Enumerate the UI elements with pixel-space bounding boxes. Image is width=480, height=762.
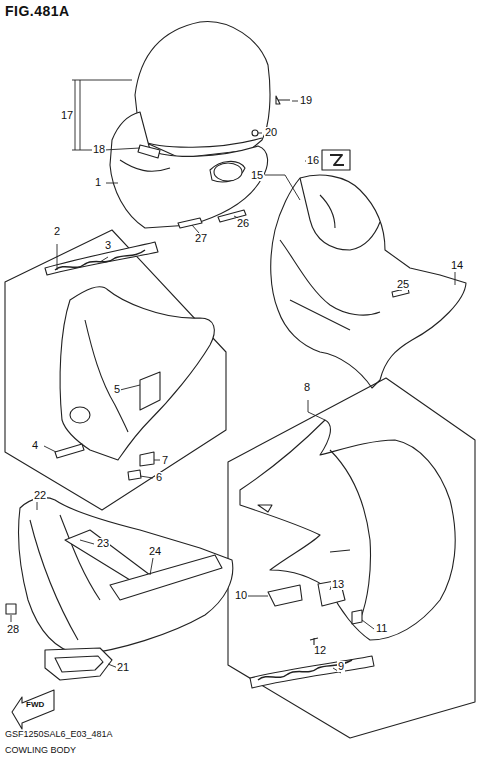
callout-number: 28 (6, 624, 20, 635)
callout-number: 1 (94, 177, 102, 188)
callout-number: 22 (33, 490, 47, 501)
callout-number: 25 (396, 279, 410, 290)
callout-number: 5 (113, 384, 121, 395)
callout-number: 8 (303, 382, 311, 393)
callout-number: 7 (161, 455, 169, 466)
figure-caption: COWLING BODY (4, 746, 77, 755)
callout-number: 3 (104, 240, 112, 251)
callout-number: 17 (60, 110, 74, 121)
callout-number: 13 (331, 579, 345, 590)
drawing-code: GSF1250SAL6_E03_481A (4, 730, 114, 739)
callout-number: 23 (96, 538, 110, 549)
forward-arrow-label: FWD (25, 701, 45, 709)
callout-number: 15 (250, 170, 264, 181)
callout-number: 12 (313, 645, 327, 656)
callout-number: 20 (264, 127, 278, 138)
callout-number: 4 (31, 440, 39, 451)
callout-number: 27 (194, 233, 208, 244)
callout-number: 6 (155, 472, 163, 483)
callout-number: 18 (92, 144, 106, 155)
callout-number: 24 (148, 546, 162, 557)
callout-number: 2 (53, 226, 61, 237)
callout-number: 9 (337, 661, 345, 672)
callout-number: 16 (306, 155, 320, 166)
callout-number: 14 (450, 260, 464, 271)
callout-number: 10 (234, 590, 248, 601)
callout-number: 26 (236, 218, 250, 229)
callout-number: 19 (299, 95, 313, 106)
callout-number: 21 (116, 662, 130, 673)
callout-number: 11 (375, 623, 388, 634)
figure-title: FIG.481A (4, 4, 71, 18)
